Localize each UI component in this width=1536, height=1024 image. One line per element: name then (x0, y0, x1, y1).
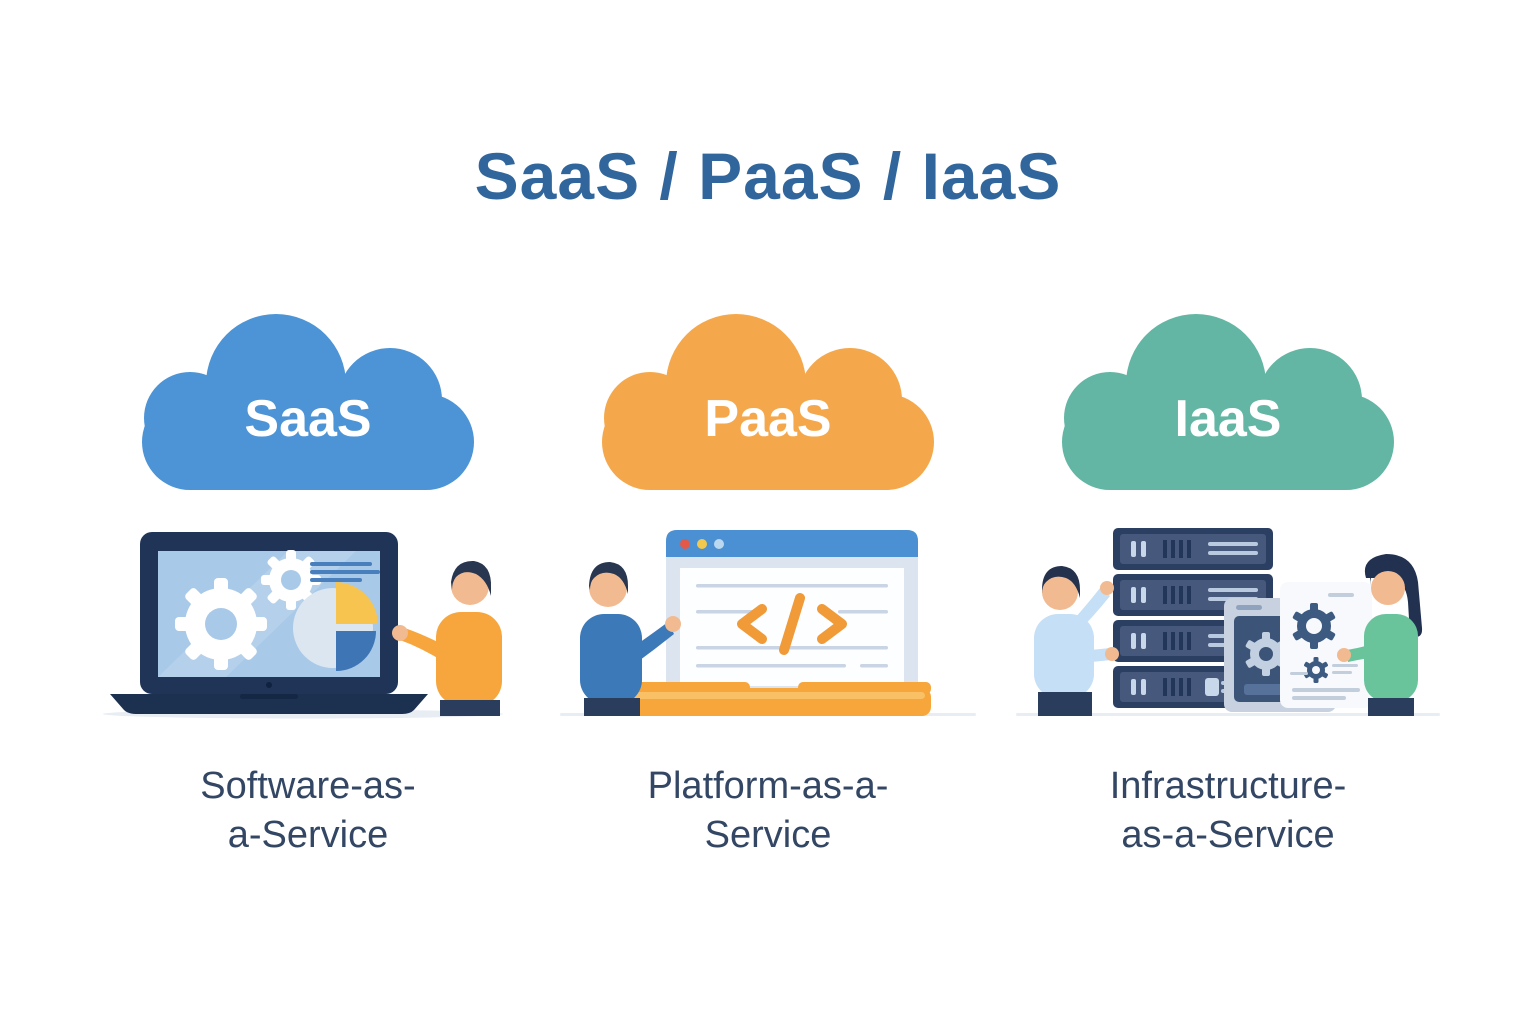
iaas-caption-line2: as-a-Service (1121, 813, 1335, 856)
iaas-cloud-label: IaaS (1175, 390, 1282, 448)
cloud-shape (1062, 314, 1394, 490)
document-small-gear-icon (1304, 657, 1328, 683)
paas-cloud-icon: PaaS (584, 306, 952, 490)
saas-cloud-label: SaaS (244, 390, 371, 448)
iaas-illustration (1008, 524, 1448, 720)
paas-illustration (548, 524, 988, 720)
person-blue (580, 562, 681, 716)
panel-gear-icon (1245, 632, 1287, 676)
code-icon (737, 593, 847, 655)
person-orange (392, 560, 502, 716)
document-gear-icon (1292, 603, 1336, 649)
cloud-shape (602, 314, 934, 490)
paas-caption: Platform-as-a- Service (648, 762, 889, 859)
gear-icon (175, 578, 267, 670)
saas-cloud-icon: SaaS (124, 306, 492, 490)
dashboard-lines (310, 562, 380, 582)
cloud-shape (142, 314, 474, 490)
column-iaas: IaaS (1008, 306, 1448, 859)
iaas-cloud-icon: IaaS (1044, 306, 1412, 490)
platform-icon (628, 682, 931, 716)
iaas-caption: Infrastructure- as-a-Service (1110, 762, 1347, 859)
saas-caption: Software-as- a-Service (200, 762, 415, 859)
ground-line (1016, 713, 1440, 716)
saas-illustration (88, 524, 528, 720)
iaas-caption-line1: Infrastructure- (1109, 765, 1347, 807)
column-saas: SaaS (88, 306, 528, 859)
document-text-lines (696, 584, 888, 668)
pie-chart-icon (293, 582, 378, 671)
config-document-icon (1280, 582, 1372, 708)
paas-caption-line2: Service (704, 813, 832, 856)
laptop-icon (110, 532, 428, 714)
person-right-green (1337, 554, 1423, 716)
small-gear-icon (261, 550, 321, 610)
person-left-lightblue (1034, 566, 1119, 716)
browser-window-icon (666, 530, 918, 698)
saas-caption-line1: Software-as- (200, 765, 416, 807)
saas-caption-line2: a-Service (227, 813, 389, 856)
column-paas: PaaS (548, 306, 988, 859)
paas-cloud-label: PaaS (704, 390, 831, 448)
page-title: SaaS / PaaS / IaaS (474, 139, 1062, 213)
service-columns: SaaS (88, 306, 1448, 859)
paas-caption-line1: Platform-as-a- (647, 765, 889, 807)
